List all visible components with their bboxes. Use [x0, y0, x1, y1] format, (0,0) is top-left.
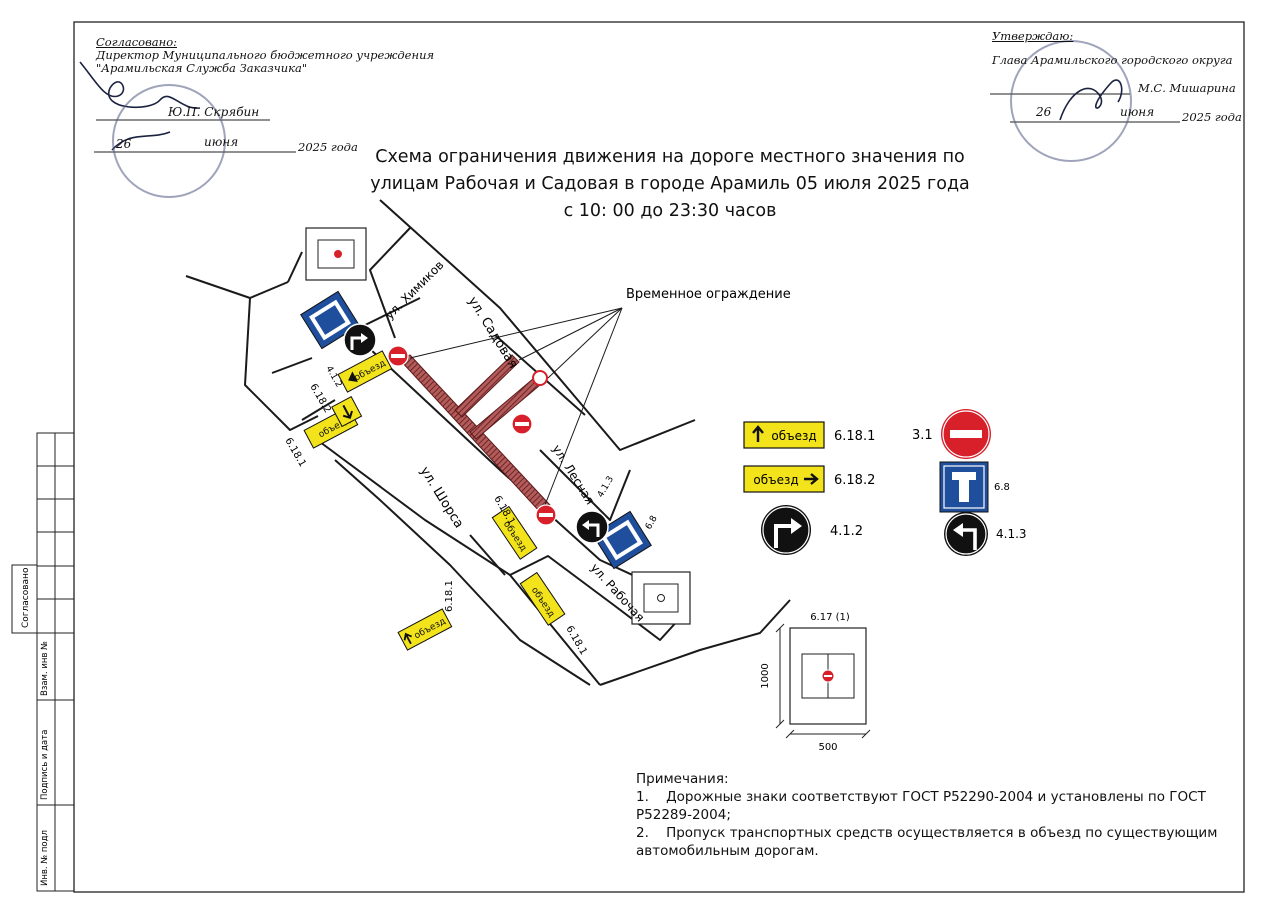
approval-left-line1: Директор Муниципального бюджетного учреж… — [96, 48, 435, 63]
street-label-sadovaya: ул. Садовая — [465, 294, 521, 371]
notes-heading: Примечания: — [636, 771, 729, 787]
map-code-label: 6.8 — [644, 514, 660, 532]
approval-left-day: 26 — [116, 137, 132, 151]
map-sign-6-18-1: объезд — [519, 571, 566, 626]
stamp-right — [1010, 40, 1132, 162]
note-1-number: 1. — [636, 789, 649, 805]
map-sign-4-1-2 — [343, 323, 377, 357]
note-2-line1: Пропуск транспортных средств осуществляе… — [666, 825, 1218, 841]
approval-right-heading: Утверждаю: — [992, 29, 1074, 43]
road-edge — [244, 297, 319, 431]
legend-code: 6.18.1 — [834, 429, 875, 444]
title-line3: с 10: 00 до 23:30 часов — [563, 201, 777, 221]
road-edge — [185, 275, 289, 299]
map-sign-3-1 — [387, 345, 409, 367]
barrier-leader-lines — [409, 307, 623, 506]
frame-label-soglasovano: Согласовано — [21, 567, 31, 628]
approval-left-signer: Ю.П. Скрябин — [168, 105, 260, 119]
road-edge — [469, 534, 506, 576]
road-shorsa-edge — [319, 441, 511, 576]
note-1-line1: Дорожные знаки соответствуют ГОСТ Р52290… — [666, 789, 1206, 805]
map-code-label: 4.1.3 — [596, 475, 616, 500]
map-code-label: 6.18.1 — [444, 580, 455, 612]
map-sign-3-1 — [532, 370, 548, 386]
map-sign-6-17-top — [305, 227, 367, 281]
approval-right-month: июня — [1120, 105, 1155, 119]
scheme-title: Схема ограничения движения на дороге мес… — [350, 144, 990, 225]
street-label-shorsa: ул. Шорса — [417, 464, 467, 531]
road-edge — [599, 599, 791, 686]
note-2-line2: автомобильным дорогам. — [636, 843, 819, 859]
side-stamp-table — [11, 432, 75, 892]
legend-sign-6-18-2: объезд 6.18.2 — [743, 465, 875, 493]
approval-right-signer: М.С. Мишарина — [1138, 81, 1236, 95]
approval-left-line2: "Арамильская Служба Заказчика" — [96, 61, 308, 76]
barrier-cross-1 — [454, 354, 520, 418]
approval-right: Утверждаю: — [992, 29, 1074, 43]
legend-sign-6-8: 6.8 — [939, 461, 1010, 513]
road-sadovaya-edge — [379, 199, 696, 451]
road-edge — [369, 227, 411, 339]
frame-label-podpis: Подпись и дата — [40, 730, 50, 800]
map-sign-6-18-2 — [331, 396, 363, 428]
approval-left-heading: Согласовано: — [96, 35, 177, 49]
approval-right-year: 2025 года — [1182, 110, 1242, 124]
map-sign-6-8-top — [300, 290, 360, 350]
barrier-label: Временное ограждение — [626, 287, 791, 302]
legend-code: 6.18.2 — [834, 473, 875, 488]
legend-sign-3-1: 3.1 — [912, 409, 991, 459]
map-sign-4-1-3 — [575, 510, 609, 544]
legend-code: 4.1.3 — [996, 527, 1027, 541]
title-line2: улицам Рабочая и Садовая в городе Арамил… — [370, 174, 970, 194]
approval-right-line1: Глава Арамильского городского округа — [992, 53, 1233, 67]
note-2-number: 2. — [636, 825, 649, 841]
road-edge — [301, 399, 336, 421]
frame-label-vzam: Взам. инв № — [40, 641, 50, 696]
legend: объезд 6.18.1 объезд 6.18.2 4.1.2 3.1 — [743, 409, 1027, 556]
map-sign-6-18-2: объезд — [337, 350, 393, 393]
legend-code: 6.8 — [994, 482, 1010, 493]
road-edge — [287, 251, 303, 283]
dimension-width: 500 — [818, 742, 837, 753]
approval-right-day: 26 — [1036, 105, 1052, 119]
legend-sign-6-18-1: объезд 6.18.1 — [743, 421, 875, 449]
road-lesnaya-edge — [539, 449, 631, 521]
legend-code: 4.1.2 — [830, 524, 863, 539]
sign-6-17-dimension-drawing: 6.17 (1) 1000 500 — [760, 612, 871, 753]
legend-sign-4-1-3: 4.1.3 — [944, 512, 1027, 556]
approval-left-month: июня — [204, 135, 239, 149]
svg-text:объезд: объезд — [753, 473, 798, 487]
map-code-label: 6.18.1 — [282, 436, 307, 469]
note-1-line2: Р52289-2004; — [636, 807, 731, 823]
map-sign-6-18-1: объезд — [397, 608, 453, 651]
stamp-left — [112, 84, 226, 198]
note-1: 1. Дорожные знаки соответствуют ГОСТ Р52… — [636, 788, 1236, 806]
map-sign-6-17-bottom — [631, 571, 691, 625]
title-line1: Схема ограничения движения на дороге мес… — [375, 147, 965, 167]
map-code-label: 6.18.1 — [563, 624, 588, 657]
notes: Примечания: 1. Дорожные знаки соответств… — [636, 770, 1236, 860]
frame-label-inv: Инв. № подл — [40, 830, 50, 886]
dimension-height: 1000 — [760, 663, 771, 688]
temporary-barriers — [399, 354, 551, 513]
map-sign-3-1 — [511, 413, 533, 435]
approval-left-year: 2025 года — [298, 140, 358, 154]
note-2: 2. Пропуск транспортных средств осуществ… — [636, 824, 1236, 842]
map-sign-6-18-1: объезд — [491, 505, 538, 560]
svg-text:объезд: объезд — [771, 429, 816, 443]
map-sign-3-1 — [535, 504, 557, 526]
street-label-khimikov: ул. Химиков — [382, 258, 446, 322]
road-shorsa-edge — [334, 459, 591, 686]
approval-left: Согласовано: Директор Муниципального бюд… — [96, 35, 435, 76]
legend-code: 3.1 — [912, 428, 933, 443]
legend-sign-4-1-2: 4.1.2 — [761, 505, 863, 555]
road-edge — [271, 357, 313, 374]
dimension-code: 6.17 (1) — [810, 612, 850, 623]
